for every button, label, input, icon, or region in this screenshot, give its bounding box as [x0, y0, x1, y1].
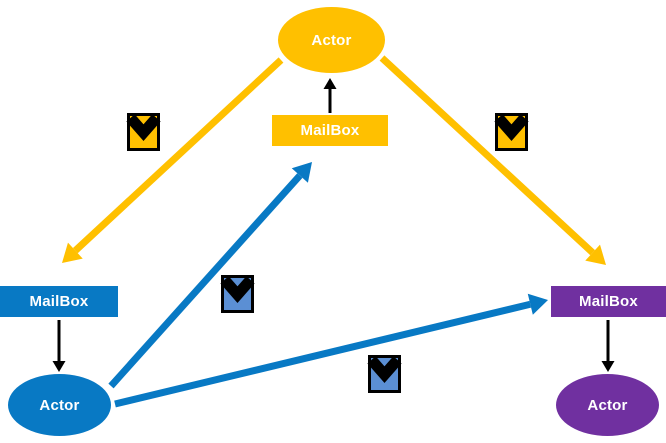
envelope-flap-icon	[498, 116, 525, 148]
envelope-flap-icon	[371, 358, 398, 390]
node-left-mailbox[interactable]: MailBox	[0, 286, 118, 317]
envelope-mid-blue-icon	[221, 275, 254, 313]
node-top-actor-label: Actor	[311, 31, 352, 49]
edge-left-mailbox-to-left-actor	[52, 320, 66, 372]
node-right-actor[interactable]: Actor	[556, 374, 659, 436]
node-left-mailbox-label: MailBox	[29, 293, 89, 310]
envelope-top-left-icon	[127, 113, 160, 151]
edge-top-mailbox-to-top-actor	[323, 78, 337, 113]
node-right-mailbox[interactable]: MailBox	[551, 286, 666, 317]
edge-top-actor-to-left-mailbox	[62, 57, 284, 263]
edge-right-mailbox-to-right-actor	[601, 320, 615, 372]
node-left-actor-label: Actor	[39, 396, 80, 414]
envelope-flap-icon	[130, 116, 157, 148]
node-top-mailbox[interactable]: MailBox	[272, 115, 388, 146]
edge-top-actor-to-right-mailbox	[379, 55, 606, 265]
node-top-mailbox-label: MailBox	[300, 122, 360, 139]
envelope-flap-icon	[224, 278, 251, 310]
node-left-actor[interactable]: Actor	[8, 374, 111, 436]
node-right-actor-label: Actor	[587, 396, 628, 414]
envelope-low-blue-icon	[368, 355, 401, 393]
envelope-top-right-icon	[495, 113, 528, 151]
node-top-actor[interactable]: Actor	[278, 7, 385, 73]
node-right-mailbox-label: MailBox	[579, 293, 638, 310]
edge-left-actor-to-top-mailbox	[108, 162, 312, 389]
edge-left-actor-to-right-mailbox	[114, 293, 548, 408]
